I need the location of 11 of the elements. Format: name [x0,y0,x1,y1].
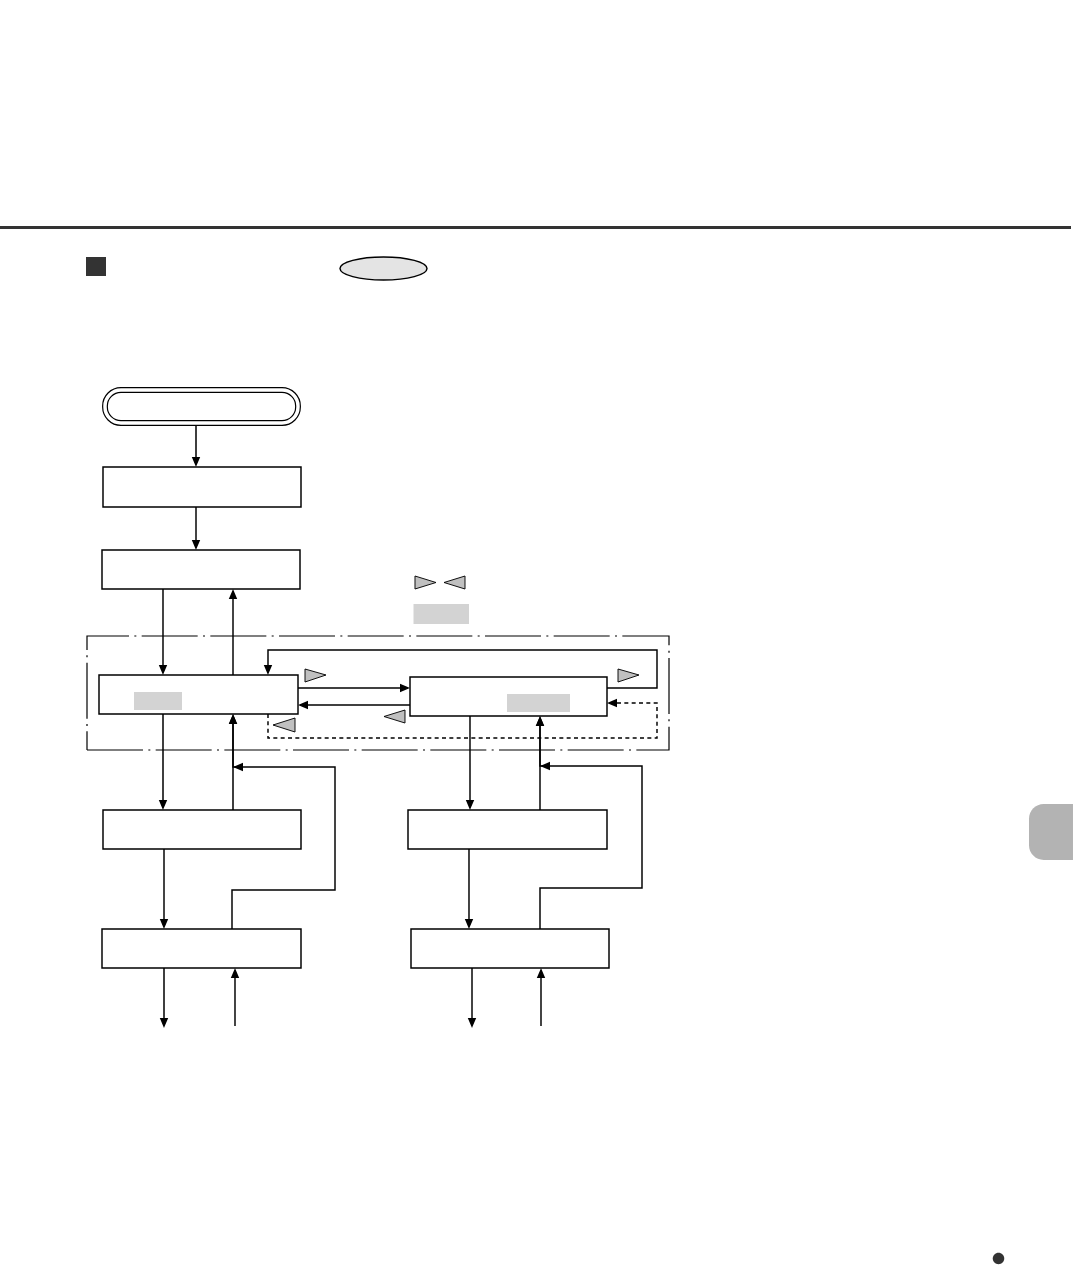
process-box [101,928,302,969]
process-box [101,549,301,590]
process-box [410,928,610,969]
group-frame [86,635,670,751]
process-box [102,809,302,850]
process-box [409,676,608,717]
process-box [98,674,299,715]
oval-key [339,256,428,281]
terminal-box [102,387,301,426]
process-box [407,809,608,850]
process-box [102,466,302,508]
